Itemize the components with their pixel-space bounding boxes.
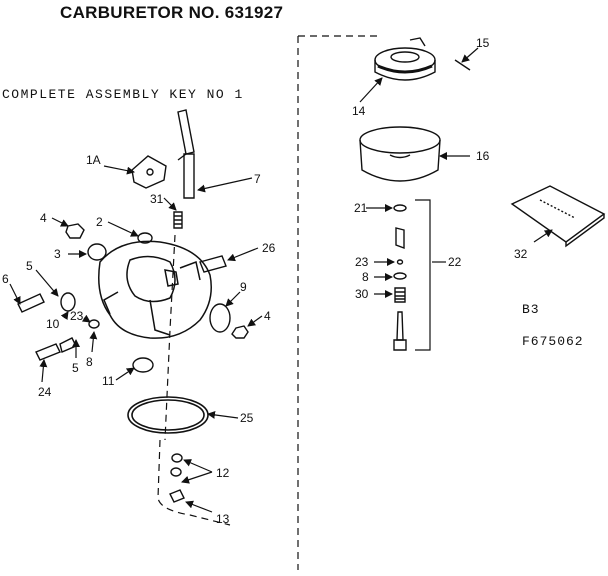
callout-14: 14 [352, 104, 366, 118]
callout-32: 32 [514, 247, 528, 261]
assembly-key-note: COMPLETE ASSEMBLY KEY NO 1 [2, 87, 244, 102]
callout-1a: 1A [86, 153, 101, 167]
callout-9: 9 [240, 280, 247, 294]
callout-6: 6 [2, 272, 9, 286]
code-figure-number: F675062 [522, 334, 584, 349]
part-16-float [359, 126, 441, 182]
assembly-boundary-dashed-line [157, 35, 380, 570]
part-1a-bracket [131, 155, 167, 189]
part-12-seal [170, 453, 183, 477]
part-2-washer [137, 232, 153, 244]
callout-30: 30 [355, 287, 369, 301]
callout-3: 3 [54, 247, 61, 261]
part-25-gasket [127, 396, 209, 434]
callout-26: 26 [262, 241, 276, 255]
part-10-collar [60, 292, 76, 312]
part-22-needle-assembly [393, 199, 431, 351]
callout-15: 15 [476, 36, 490, 50]
callout-11: 11 [102, 374, 115, 388]
part-6-pin [17, 293, 45, 313]
code-b3: B3 [522, 302, 540, 317]
part-4-nut-lower [231, 325, 249, 339]
callout-23-right: 23 [355, 255, 369, 269]
callout-25: 25 [240, 411, 254, 425]
callout-23-left: 23 [70, 309, 84, 323]
callout-10: 10 [46, 317, 60, 331]
callout-5-lower: 5 [72, 361, 79, 375]
callout-24: 24 [38, 385, 52, 399]
part-32-instruction-card [510, 185, 606, 248]
callout-5-upper: 5 [26, 259, 33, 273]
part-15-screw [409, 37, 471, 71]
part-31-spring [173, 211, 183, 229]
callout-7: 7 [254, 172, 261, 186]
part-11-plug [132, 357, 154, 373]
part-26-screw [199, 255, 227, 273]
callout-31: 31 [150, 192, 164, 206]
carburetor-body [98, 240, 212, 339]
callout-2: 2 [96, 215, 103, 229]
callout-13: 13 [216, 512, 230, 526]
part-3-plate [87, 243, 107, 261]
callout-21: 21 [354, 201, 368, 215]
diagram-title: CARBURETOR NO. 631927 [60, 3, 284, 22]
callout-4-upper: 4 [40, 211, 47, 225]
callout-16: 16 [476, 149, 490, 163]
part-24-jet [35, 337, 77, 361]
part-23-washer-left [88, 319, 100, 329]
leader-lines [9, 47, 553, 513]
callout-8-right: 8 [362, 270, 369, 284]
callout-8-left: 8 [86, 355, 93, 369]
part-14-bowl-cover [374, 47, 436, 81]
callout-4-lower: 4 [264, 309, 271, 323]
part-7-throttle-shaft [177, 109, 195, 199]
part-13-bowl-screw [169, 489, 185, 503]
callout-12: 12 [216, 466, 230, 480]
part-4-nut-upper [65, 223, 85, 239]
callout-labels: 15 14 16 21 23 8 30 22 32 1A 7 31 4 2 3 … [2, 36, 528, 526]
callout-22: 22 [448, 255, 462, 269]
part-9-disc [209, 303, 231, 333]
